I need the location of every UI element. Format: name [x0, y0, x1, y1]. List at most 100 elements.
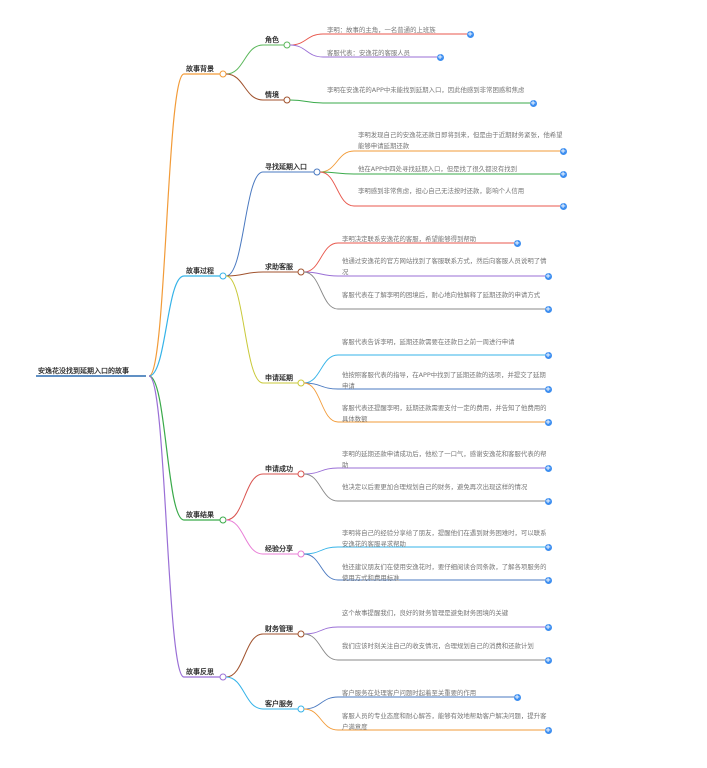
root-node[interactable]: 安逸花没找到延期入口的故事 [38, 367, 129, 375]
collapse-toggle-icon[interactable] [297, 705, 305, 713]
connector-curve [319, 150, 355, 173]
connector-curve [148, 375, 185, 678]
connector-curve [303, 271, 339, 310]
expand-plus-icon[interactable]: + [544, 350, 552, 359]
connector-curve [303, 467, 339, 475]
leaf-node[interactable]: 这个故事提醒我们，良好的财务管理是避免财务困境的关键 [342, 609, 509, 617]
connector-curve [148, 275, 185, 377]
leaf-node[interactable]: 客户服务在处理客户问题时起着至关重要的作用 [342, 689, 477, 697]
connector-curve [303, 553, 339, 581]
leaf-node[interactable]: 客服代表：安逸花的客服人员 [327, 49, 411, 57]
connector-curve [148, 73, 185, 377]
connector-curve [289, 99, 324, 104]
leaf-node[interactable]: 客服代表还提醒李明，延期还款需要支付一定的费用，并告知了他费用的具体数额 [342, 404, 547, 423]
connector-curve [225, 44, 264, 75]
expand-plus-icon[interactable]: + [436, 52, 444, 61]
leaf-node[interactable]: 李明感到非常焦虑，担心自己无法按时还款，影响个人信用 [358, 187, 525, 195]
topic-node[interactable]: 角色 [265, 36, 279, 44]
leaf-node[interactable]: 李明发现自己的安逸花还款日即将到来，但是由于近期财务紧张，他希望能够申请延期还款 [358, 131, 563, 150]
connector-curve [225, 519, 264, 555]
connector-curve [303, 546, 339, 555]
collapse-toggle-icon[interactable] [219, 70, 227, 78]
connector-curve [289, 33, 324, 46]
branch-node[interactable]: 故事结果 [186, 511, 214, 519]
collapse-toggle-icon[interactable] [219, 272, 227, 280]
connector-curve [319, 171, 355, 207]
connector-curve [303, 696, 339, 710]
leaf-node[interactable]: 他在APP中四处寻找延期入口，但是找了很久都没有找到 [358, 165, 518, 173]
branch-node[interactable]: 故事反思 [186, 668, 214, 676]
topic-node[interactable]: 客户服务 [265, 700, 293, 708]
expand-plus-icon[interactable]: + [544, 655, 552, 664]
collapse-toggle-icon[interactable] [297, 379, 305, 387]
connector-curve [303, 633, 339, 661]
expand-plus-icon[interactable]: + [544, 463, 552, 472]
expand-plus-icon[interactable]: + [513, 692, 521, 701]
connector-curve [225, 633, 264, 678]
leaf-node[interactable]: 客服代表在了解李明的困境后，耐心地向他解释了延期还款的申请方式 [342, 291, 541, 299]
connector-curve [289, 44, 324, 58]
connector-curve [303, 354, 339, 384]
topic-node[interactable]: 申请延期 [265, 374, 293, 382]
leaf-node[interactable]: 李明将自己的经验分享给了朋友，提醒他们在遇到财务困难时，可以联系安逸花的客服寻求… [342, 529, 547, 548]
topic-node[interactable]: 求助客服 [265, 263, 293, 271]
topic-node[interactable]: 财务管理 [265, 625, 293, 633]
expand-plus-icon[interactable]: + [544, 542, 552, 551]
leaf-node[interactable]: 李明决定联系安逸花的客服，希望能够得到帮助 [342, 235, 477, 243]
connector-curve [225, 676, 264, 710]
topic-node[interactable]: 情境 [265, 91, 279, 99]
connector-curve [303, 708, 339, 731]
expand-plus-icon[interactable]: + [559, 146, 567, 155]
expand-plus-icon[interactable]: + [544, 304, 552, 313]
expand-plus-icon[interactable]: + [544, 417, 552, 426]
leaf-node[interactable]: 我们应该时刻关注自己的收支情况，合理规划自己的消费和还款计划 [342, 642, 534, 650]
expand-plus-icon[interactable]: + [559, 169, 567, 178]
connector-curve [303, 626, 339, 635]
leaf-node[interactable]: 李明在安逸花的APP中未能找到延期入口，因此他感到非常困惑和焦虑 [327, 86, 525, 94]
connector-curve [148, 375, 185, 521]
collapse-toggle-icon[interactable] [297, 268, 305, 276]
connector-curve [303, 382, 339, 423]
leaf-node[interactable]: 客服代表告诉李明，延期还款需要在还款日之前一周进行申请 [342, 338, 515, 346]
branch-node[interactable]: 故事过程 [186, 267, 214, 275]
connector-curve [225, 171, 264, 277]
leaf-node[interactable]: 李明的延期还款申请成功后，他松了一口气，感谢安逸花和客服代表的帮助 [342, 450, 547, 469]
leaf-node[interactable]: 他决定以后要更加合理规划自己的财务，避免再次出现这样的情况 [342, 483, 528, 491]
leaf-node[interactable]: 他按照客服代表的指导，在APP中找到了延期还款的选项，并提交了延期申请 [342, 371, 546, 390]
leaf-node[interactable]: 客服人员的专业态度和耐心解答，能够有效地帮助客户解决问题，提升客户满意度 [342, 712, 547, 731]
connector-curve [225, 271, 264, 277]
expand-plus-icon[interactable]: + [544, 575, 552, 584]
collapse-toggle-icon[interactable] [297, 630, 305, 638]
expand-plus-icon[interactable]: + [544, 622, 552, 631]
collapse-toggle-icon[interactable] [219, 516, 227, 524]
collapse-toggle-icon[interactable] [219, 673, 227, 681]
connector-curve [303, 242, 339, 273]
connector-curve [319, 171, 355, 175]
connector-curve [303, 271, 339, 277]
expand-plus-icon[interactable]: + [544, 725, 552, 734]
expand-plus-icon[interactable]: + [544, 496, 552, 505]
topic-node[interactable]: 申请成功 [265, 465, 293, 473]
leaf-node[interactable]: 李明：故事的主角，一名普通的上班族 [327, 26, 436, 34]
collapse-toggle-icon[interactable] [297, 550, 305, 558]
collapse-toggle-icon[interactable] [283, 96, 291, 104]
leaf-node[interactable]: 他通过安逸花的官方网站找到了客服联系方式，然后向客服人员说明了情况 [342, 257, 547, 276]
collapse-toggle-icon[interactable] [297, 470, 305, 478]
topic-node[interactable]: 寻找延期入口 [265, 163, 307, 171]
expand-plus-icon[interactable]: + [466, 29, 474, 38]
connector-curve [225, 275, 264, 384]
collapse-toggle-icon[interactable] [313, 168, 321, 176]
expand-plus-icon[interactable]: + [529, 98, 537, 107]
topic-node[interactable]: 经验分享 [265, 545, 293, 553]
expand-plus-icon[interactable]: + [513, 238, 521, 247]
expand-plus-icon[interactable]: + [544, 384, 552, 393]
expand-plus-icon[interactable]: + [544, 271, 552, 280]
branch-node[interactable]: 故事背景 [186, 65, 214, 73]
expand-plus-icon[interactable]: + [559, 201, 567, 210]
connector-curve [303, 382, 339, 390]
connector-curve [225, 73, 264, 101]
collapse-toggle-icon[interactable] [283, 41, 291, 49]
leaf-node[interactable]: 他还建议朋友们在使用安逸花时，要仔细阅读合同条款，了解各项服务的使用方式和费用标… [342, 563, 547, 582]
